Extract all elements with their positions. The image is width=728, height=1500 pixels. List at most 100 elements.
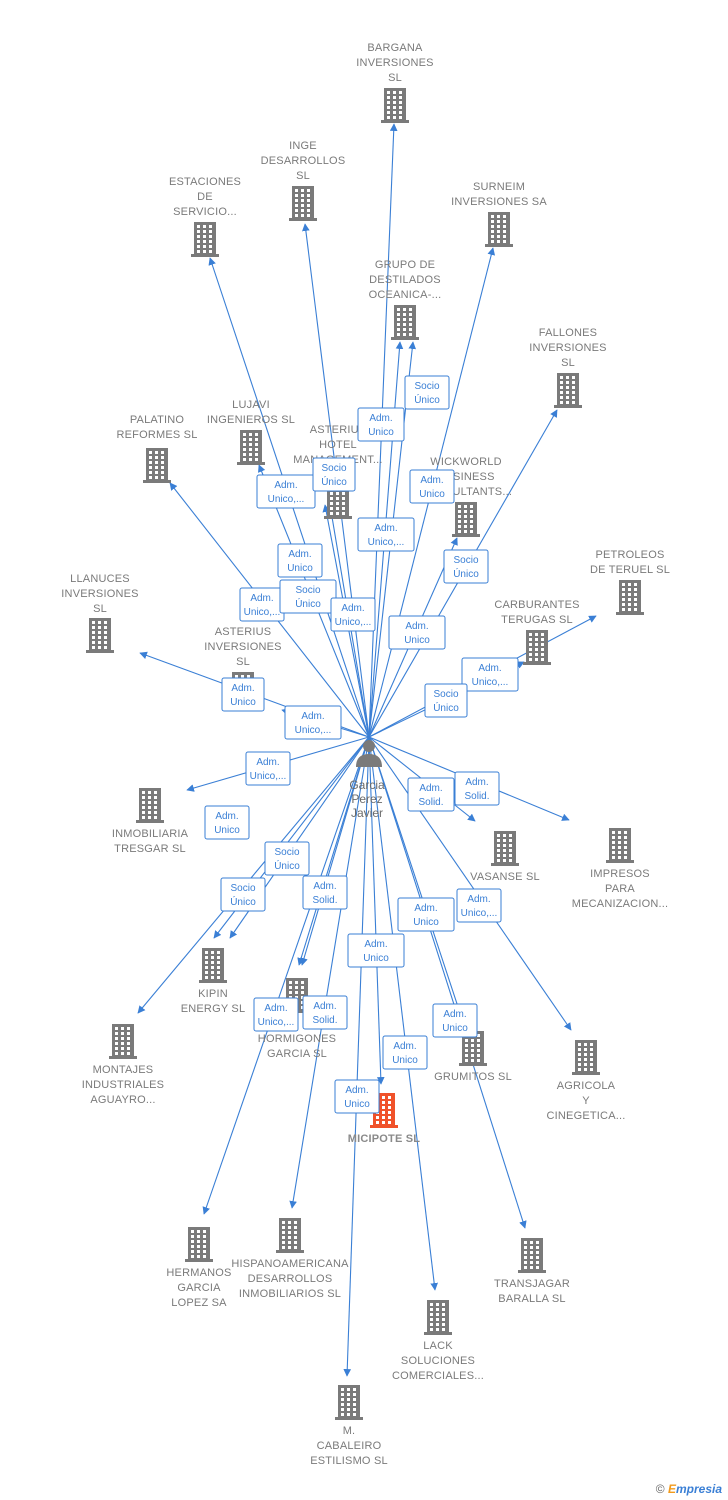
relation-label: Único [230, 895, 256, 908]
relation-label: Unico [368, 427, 394, 438]
relation-badge[interactable]: Adm.Solid. [302, 875, 348, 910]
relation-badge[interactable]: Adm.Unico [382, 1035, 428, 1070]
relation-badge[interactable]: Adm.Unico [432, 1003, 478, 1038]
building-icon [554, 373, 582, 408]
relation-badge[interactable]: Adm. Unico,... [461, 657, 519, 692]
relation-badge[interactable]: Adm.Unico [334, 1079, 380, 1114]
company-label: ESTILISMO SL [310, 1455, 388, 1467]
relation-label: Adm. [393, 1041, 416, 1052]
company-label: LLANUCES [70, 573, 130, 585]
company-label: CABALEIRO [317, 1440, 382, 1452]
relation-badge[interactable]: Adm.Unico [397, 897, 455, 932]
relation-badge[interactable]: Adm.Unico,... [330, 597, 376, 632]
relation-label: Adm. [467, 894, 490, 905]
company-label: COMERCIALES... [392, 1370, 484, 1382]
person-name: Perez [351, 792, 382, 806]
building-icon [606, 828, 634, 863]
relation-label: Socio [414, 381, 439, 392]
building-icon [616, 580, 644, 615]
relation-label: Adm. [288, 549, 311, 560]
relation-badge[interactable]: Adm.Unico [221, 677, 265, 712]
company-label: SL [93, 603, 107, 615]
company-label: DESTILADOS [369, 274, 441, 286]
relation-label: Adm. [405, 621, 428, 632]
building-icon [572, 1040, 600, 1075]
company-label: CINEGETICA... [547, 1110, 626, 1122]
relation-badge[interactable]: Adm.Unico,... [456, 888, 502, 923]
relation-badge[interactable]: Adm.Unico [277, 543, 323, 578]
relation-badge[interactable]: Adm.Unico [409, 469, 455, 504]
edge-agricola [368, 736, 572, 1031]
company-grumitos[interactable]: GRUMITOS SL [434, 1031, 512, 1083]
relation-label: Socio [295, 585, 320, 596]
company-label: Y [582, 1095, 590, 1107]
company-hispano[interactable]: HISPANOAMERICANADESARROLLOSINMOBILIARIOS… [231, 1218, 349, 1300]
building-icon [143, 448, 171, 483]
relation-label: Adm. [478, 663, 501, 674]
relation-badge[interactable]: Adm.Unico,... [256, 474, 316, 509]
relation-label: Unico [413, 917, 439, 928]
edge-lack [368, 736, 439, 1291]
footer-brand[interactable]: © Empresia [656, 1482, 722, 1496]
company-lack[interactable]: LACKSOLUCIONESCOMERCIALES... [392, 1300, 484, 1382]
company-label: SURNEIM [473, 181, 525, 193]
company-label: SL [236, 656, 250, 668]
company-grupo[interactable]: GRUPO DEDESTILADOSOCEANICA-... [369, 259, 442, 340]
relation-badge[interactable]: Adm.Unico [357, 407, 405, 442]
building-icon [191, 222, 219, 257]
company-label: LACK [423, 1340, 453, 1352]
company-label: BARGANA [367, 42, 423, 54]
relation-badge[interactable]: Adm.Unico,... [253, 997, 299, 1032]
relation-label: Adm. [364, 939, 387, 950]
relation-badge[interactable]: Adm.Unico [347, 933, 405, 968]
building-icon [485, 212, 513, 247]
relation-label: Unico,... [295, 725, 332, 736]
company-label: INGENIEROS SL [207, 414, 295, 426]
company-micipote[interactable]: MICIPOTE SL [348, 1093, 421, 1145]
relation-label: Unico,... [472, 677, 509, 688]
company-vasanse[interactable]: VASANSE SL [470, 831, 540, 883]
company-montajes[interactable]: MONTAJESINDUSTRIALESAGUAYRO... [82, 1024, 164, 1106]
building-icon [523, 630, 551, 665]
relation-badge[interactable]: Adm.Solid. [454, 771, 500, 806]
relation-label: Socio [274, 847, 299, 858]
relation-badge[interactable]: Adm.Unico,... [284, 705, 342, 740]
company-label: INDUSTRIALES [82, 1079, 164, 1091]
relation-label: Único [453, 567, 479, 580]
relation-badge[interactable]: Adm.Solid. [302, 995, 348, 1030]
company-label: BARALLA SL [498, 1293, 565, 1305]
relation-badge[interactable]: Adm.Solid. [407, 777, 455, 812]
relation-badge[interactable]: Adm.Unico,... [245, 751, 291, 786]
company-impresos[interactable]: IMPRESOSPARAMECANIZACION... [572, 828, 669, 910]
relation-badge[interactable]: Adm.Unico [204, 805, 250, 840]
relation-badge[interactable]: Adm.Unico,... [357, 517, 415, 552]
relation-label: Adm. [264, 1003, 287, 1014]
company-estaciones[interactable]: ESTACIONESDESERVICIO... [169, 176, 241, 257]
relation-badge[interactable]: Adm.Unico,... [239, 587, 285, 622]
relation-badge[interactable]: Adm.Unico [388, 615, 446, 650]
company-agricola[interactable]: AGRICOLAYCINEGETICA... [547, 1040, 626, 1122]
company-label: GRUMITOS SL [434, 1071, 512, 1083]
